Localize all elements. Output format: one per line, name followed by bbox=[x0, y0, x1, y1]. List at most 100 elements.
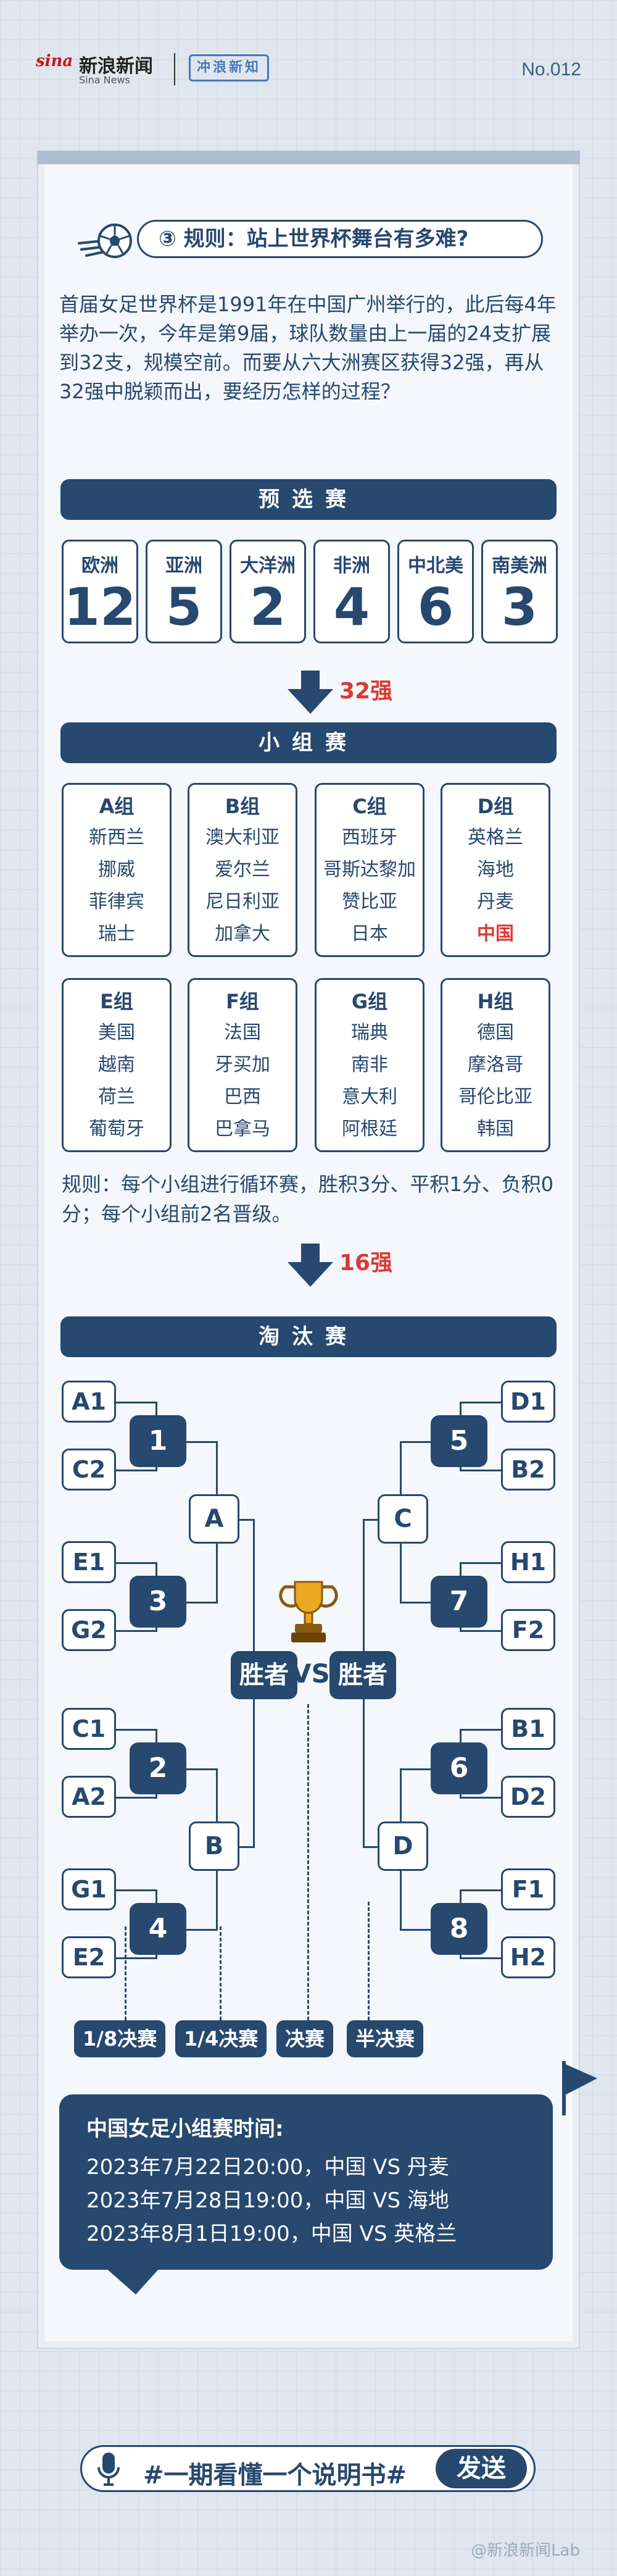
team-name: 巴西 bbox=[224, 1086, 261, 1108]
team-name: 越南 bbox=[98, 1054, 135, 1076]
bracket-line bbox=[116, 1889, 157, 1891]
arrow-down-icon bbox=[288, 671, 333, 714]
region-slots: 6 bbox=[417, 577, 454, 637]
qf-match-right: D bbox=[378, 1821, 428, 1871]
divider bbox=[307, 1704, 309, 2020]
knockout-header: 淘汰赛 bbox=[60, 1316, 557, 1357]
team-name: 中国 bbox=[477, 923, 514, 945]
watermark: @新浪新闻Lab bbox=[471, 2541, 580, 2560]
bracket-line bbox=[239, 1519, 254, 1521]
bracket-line bbox=[186, 1602, 217, 1604]
bracket-line bbox=[239, 1846, 254, 1848]
team-name: 尼日利亚 bbox=[205, 891, 280, 913]
r16-match-left: 4 bbox=[130, 1903, 186, 1955]
group-name: G组 bbox=[351, 990, 388, 1013]
r16-match-left: 1 bbox=[130, 1415, 186, 1467]
bracket-line bbox=[460, 1957, 503, 1959]
seed-left: E2 bbox=[62, 1936, 116, 1978]
arrow-down-icon bbox=[288, 1244, 333, 1287]
qf-match-right: C bbox=[378, 1494, 428, 1544]
team-name: 瑞士 bbox=[98, 923, 135, 945]
divider bbox=[125, 1926, 126, 2020]
team-name: 阿根廷 bbox=[342, 1118, 397, 1140]
seed-left: E1 bbox=[62, 1541, 116, 1583]
bracket-line bbox=[400, 1768, 432, 1770]
group-result: 16强 bbox=[339, 1250, 393, 1276]
group-card: D组英格兰海地丹麦中国 bbox=[441, 783, 550, 957]
region-name: 大洋洲 bbox=[240, 555, 296, 577]
bracket-line bbox=[116, 1402, 157, 1403]
team-name: 荷兰 bbox=[98, 1086, 135, 1108]
seed-right: H1 bbox=[501, 1541, 555, 1583]
seed-right: F2 bbox=[501, 1609, 555, 1651]
team-name: 西班牙 bbox=[342, 827, 397, 848]
trophy-icon bbox=[279, 1581, 338, 1642]
region-name: 欧洲 bbox=[81, 555, 118, 577]
group-name: C组 bbox=[352, 795, 387, 818]
bracket-line bbox=[116, 1562, 157, 1564]
round-label-qf: 1/4决赛 bbox=[175, 2020, 267, 2057]
schedule-match: 2023年7月28日19:00，中国 VS 海地 bbox=[86, 2188, 449, 2213]
bracket-line bbox=[460, 1470, 503, 1471]
card-top-bar bbox=[37, 151, 580, 164]
final-winner-right: 胜者 bbox=[329, 1651, 396, 1699]
r16-match-right: 5 bbox=[431, 1415, 487, 1467]
seed-right: B2 bbox=[501, 1449, 555, 1491]
bracket-line bbox=[400, 1441, 432, 1443]
divider bbox=[368, 1902, 370, 2020]
column-badge: 冲浪新知 bbox=[189, 54, 270, 82]
bracket-line bbox=[460, 1562, 503, 1564]
divider bbox=[220, 1926, 222, 2020]
team-name: 赞比亚 bbox=[342, 891, 397, 913]
r16-match-left: 2 bbox=[130, 1742, 186, 1794]
team-name: 瑞典 bbox=[351, 1022, 388, 1043]
seed-left: G1 bbox=[62, 1868, 116, 1910]
brand-name-en: Sina News bbox=[79, 74, 130, 86]
team-name: 牙买加 bbox=[215, 1054, 270, 1076]
team-name: 美国 bbox=[98, 1022, 135, 1043]
header-divider bbox=[174, 53, 175, 85]
brand-name: 新浪新闻 bbox=[79, 56, 153, 77]
region-name: 非洲 bbox=[333, 555, 370, 577]
bracket-line bbox=[460, 1630, 503, 1632]
seed-left: G2 bbox=[62, 1609, 116, 1651]
bracket-line bbox=[116, 1797, 157, 1799]
team-name: 爱尔兰 bbox=[215, 859, 270, 880]
bracket-line bbox=[460, 1402, 503, 1403]
seed-left: C1 bbox=[62, 1708, 116, 1750]
round-label-final: 决赛 bbox=[276, 2020, 334, 2057]
qf-match-left: A bbox=[189, 1494, 239, 1544]
microphone-icon[interactable] bbox=[96, 2451, 121, 2487]
team-name: 挪威 bbox=[98, 859, 135, 880]
group-card: F组法国牙买加巴西巴拿马 bbox=[188, 978, 297, 1152]
team-name: 日本 bbox=[351, 923, 388, 945]
team-name: 新西兰 bbox=[89, 827, 144, 848]
team-name: 葡萄牙 bbox=[89, 1118, 144, 1140]
team-name: 意大利 bbox=[342, 1086, 397, 1108]
group-name: A组 bbox=[99, 795, 135, 818]
seed-left: C2 bbox=[62, 1449, 116, 1491]
send-button[interactable]: 发送 bbox=[436, 2449, 527, 2488]
group-card: B组澳大利亚爱尔兰尼日利亚加拿大 bbox=[188, 783, 297, 957]
region-slots: 2 bbox=[249, 577, 286, 637]
seed-right: F1 bbox=[501, 1868, 555, 1910]
team-name: 澳大利亚 bbox=[205, 827, 280, 848]
r16-match-right: 8 bbox=[431, 1903, 487, 1955]
team-name: 韩国 bbox=[477, 1118, 514, 1140]
schedule-match: 2023年7月22日20:00，中国 VS 丹麦 bbox=[86, 2155, 449, 2180]
flag-icon bbox=[562, 2061, 597, 2115]
r16-match-right: 6 bbox=[431, 1742, 487, 1794]
bracket-line bbox=[116, 1630, 157, 1632]
bracket-line bbox=[116, 1729, 157, 1731]
vs-label: VS bbox=[291, 1658, 330, 1689]
team-name: 德国 bbox=[477, 1022, 514, 1043]
region-name: 南美洲 bbox=[492, 555, 547, 577]
team-name: 巴拿马 bbox=[215, 1118, 270, 1140]
seed-right: B1 bbox=[501, 1708, 555, 1750]
r16-match-right: 7 bbox=[431, 1576, 487, 1628]
team-name: 摩洛哥 bbox=[468, 1054, 523, 1076]
team-name: 丹麦 bbox=[477, 891, 514, 913]
round-label-r16: 1/8决赛 bbox=[74, 2020, 166, 2057]
